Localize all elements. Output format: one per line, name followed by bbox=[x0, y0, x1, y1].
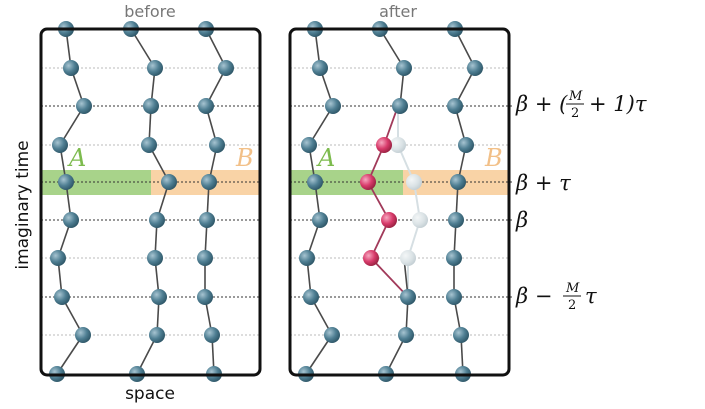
particle-bead bbox=[141, 137, 157, 153]
svg-text:+ 1)τ: + 1)τ bbox=[589, 92, 647, 116]
svg-text:β + (: β + ( bbox=[515, 92, 568, 116]
particle-bead bbox=[324, 327, 340, 343]
particle-bead bbox=[147, 250, 163, 266]
ghost-bead bbox=[390, 137, 406, 153]
particle-bead bbox=[312, 60, 328, 76]
svg-text:M: M bbox=[565, 281, 580, 296]
ghost-bead bbox=[406, 174, 422, 190]
particle-bead bbox=[447, 98, 463, 114]
particle-bead bbox=[458, 137, 474, 153]
level-label-mid-high: β + τ bbox=[515, 171, 571, 195]
svg-text:2: 2 bbox=[568, 298, 576, 313]
worldline-links bbox=[56, 28, 476, 375]
particle-bead bbox=[446, 250, 462, 266]
rerouted-bead bbox=[376, 137, 392, 153]
particle-bead bbox=[149, 212, 165, 228]
time-slice-lines bbox=[41, 67, 513, 336]
particle-bead bbox=[307, 174, 323, 190]
particle-bead bbox=[197, 289, 213, 305]
particle-bead bbox=[453, 327, 469, 343]
region-b-label-before: B bbox=[235, 144, 254, 172]
svg-text:M: M bbox=[568, 89, 583, 104]
particle-bead bbox=[147, 60, 163, 76]
particle-bead bbox=[400, 289, 416, 305]
svg-text:β −: β − bbox=[515, 284, 552, 308]
svg-text:2: 2 bbox=[571, 106, 579, 121]
after-title: after bbox=[379, 2, 417, 21]
particle-bead bbox=[325, 98, 341, 114]
rerouted-worldline-link bbox=[370, 257, 409, 298]
particle-bead bbox=[75, 327, 91, 343]
x-axis-label: space bbox=[125, 384, 175, 404]
particle-bead bbox=[398, 327, 414, 343]
particle-bead bbox=[299, 250, 315, 266]
particle-bead bbox=[50, 250, 66, 266]
ghost-bead bbox=[400, 250, 416, 266]
particle-bead bbox=[149, 327, 165, 343]
rerouted-bead bbox=[363, 250, 379, 266]
level-label-mid: β bbox=[515, 208, 528, 232]
particle-bead bbox=[450, 174, 466, 190]
particle-bead bbox=[54, 289, 70, 305]
particle-bead bbox=[448, 212, 464, 228]
level-label-upper: β + ( M 2 + 1)τ bbox=[515, 89, 647, 121]
particle-bead bbox=[52, 137, 68, 153]
region-a-label-after: A bbox=[316, 144, 335, 172]
particle-bead bbox=[199, 212, 215, 228]
particle-bead bbox=[301, 137, 317, 153]
particle-bead bbox=[204, 327, 220, 343]
region-b-label-after: B bbox=[484, 144, 503, 172]
y-axis-label: imaginary time bbox=[13, 140, 33, 269]
particle-bead bbox=[63, 60, 79, 76]
particle-bead bbox=[151, 289, 167, 305]
particle-bead bbox=[218, 60, 234, 76]
before-title: before bbox=[124, 2, 176, 21]
ghost-bead bbox=[412, 212, 428, 228]
rerouted-bead bbox=[381, 212, 397, 228]
svg-text:τ: τ bbox=[585, 284, 597, 308]
particle-bead bbox=[312, 212, 328, 228]
region-a-label-before: A bbox=[67, 144, 86, 172]
particle-bead bbox=[396, 60, 412, 76]
particle-bead bbox=[58, 174, 74, 190]
particle-bead bbox=[392, 98, 408, 114]
particle-bead bbox=[161, 174, 177, 190]
particle-bead bbox=[76, 98, 92, 114]
panel-frame-after bbox=[288, 27, 511, 377]
level-label-lower: β − M 2 τ bbox=[515, 281, 597, 313]
particle-bead bbox=[201, 174, 217, 190]
particle-bead bbox=[63, 212, 79, 228]
particle-bead bbox=[467, 60, 483, 76]
particle-bead bbox=[209, 137, 225, 153]
particle-bead bbox=[446, 289, 462, 305]
panel-frame-before bbox=[39, 27, 262, 377]
particle-bead bbox=[198, 98, 214, 114]
particle-bead bbox=[197, 250, 213, 266]
particle-bead bbox=[143, 98, 159, 114]
rerouted-bead bbox=[360, 174, 376, 190]
particle-bead bbox=[303, 289, 319, 305]
